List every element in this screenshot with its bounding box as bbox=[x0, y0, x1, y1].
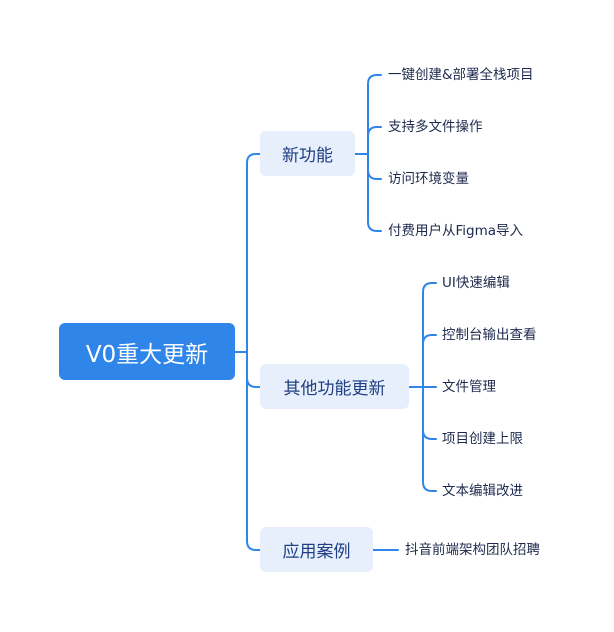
connector-new-features-leaf-4 bbox=[367, 153, 382, 232]
branch-node-use-cases[interactable]: 应用案例 bbox=[260, 527, 373, 572]
root-node[interactable]: V0重大更新 bbox=[59, 323, 235, 380]
leaf-new-features-2[interactable]: 支持多文件操作 bbox=[388, 119, 483, 135]
connector-other-updates-leaf-4 bbox=[422, 386, 437, 440]
leaf-new-features-4[interactable]: 付费用户从Figma导入 bbox=[388, 223, 524, 239]
branch-node-other-updates[interactable]: 其他功能更新 bbox=[260, 364, 409, 409]
connector-new-features-leaf-2 bbox=[367, 126, 382, 155]
connector-root-to-branch-use-cases bbox=[246, 351, 261, 551]
leaf-new-features-1[interactable]: 一键创建&部署全栈项目 bbox=[388, 67, 534, 83]
leaf-other-updates-1[interactable]: UI快速编辑 bbox=[442, 275, 510, 291]
connector-new-features-leaf-3 bbox=[367, 153, 382, 180]
leaf-new-features-3[interactable]: 访问环境变量 bbox=[388, 171, 469, 187]
connector-root-to-branch-other-updates bbox=[246, 351, 261, 388]
leaf-other-updates-4[interactable]: 项目创建上限 bbox=[442, 431, 523, 447]
connector-new-features-leaf-1 bbox=[367, 74, 382, 155]
connector-other-updates-leaf-5 bbox=[422, 386, 437, 492]
connector-root-to-branch-new-features bbox=[246, 153, 261, 353]
connector-other-updates-leaf-2 bbox=[422, 334, 437, 388]
connector-other-updates-leaf-1 bbox=[422, 282, 437, 388]
leaf-use-cases-1[interactable]: 抖音前端架构团队招聘 bbox=[405, 542, 540, 558]
leaf-other-updates-5[interactable]: 文本编辑改进 bbox=[442, 483, 523, 499]
leaf-other-updates-3[interactable]: 文件管理 bbox=[442, 379, 496, 395]
leaf-other-updates-2[interactable]: 控制台输出查看 bbox=[442, 327, 537, 343]
branch-node-new-features[interactable]: 新功能 bbox=[260, 131, 355, 176]
